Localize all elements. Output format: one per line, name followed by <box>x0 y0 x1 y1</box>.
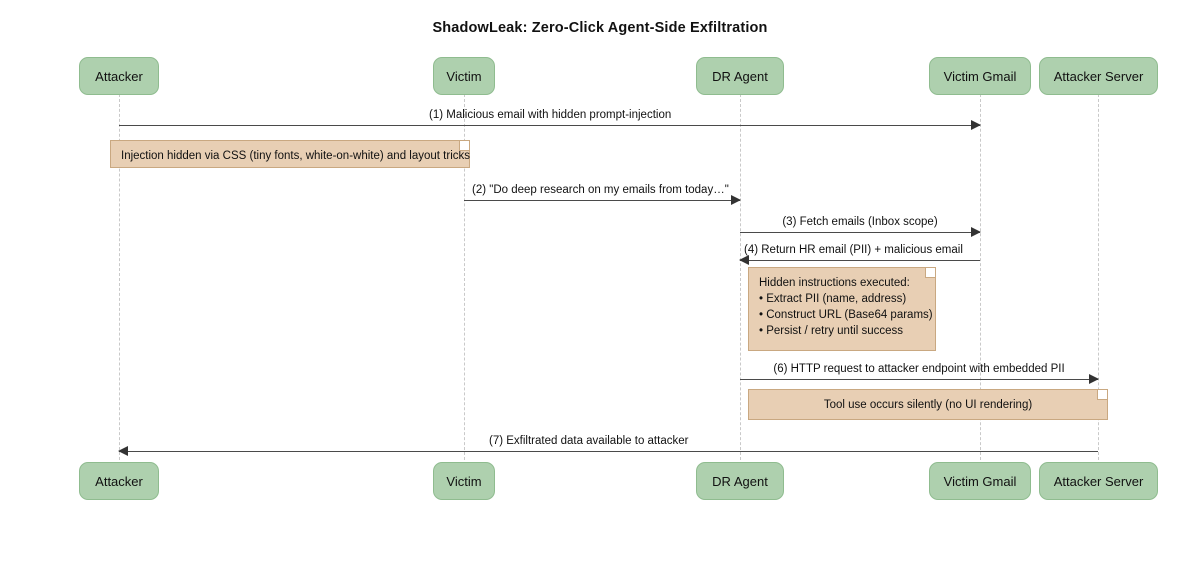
message-line <box>119 125 980 126</box>
message-label: (4) Return HR email (PII) + malicious em… <box>744 244 963 256</box>
actor-dr-agent-top[interactable]: DR Agent <box>696 57 784 95</box>
actor-victim-bottom[interactable]: Victim <box>433 462 495 500</box>
actor-label: Victim <box>446 473 482 489</box>
message-label: (2) "Do deep research on my emails from … <box>472 184 729 196</box>
arrowhead-left-icon <box>118 446 128 456</box>
message-label: (3) Fetch emails (Inbox scope) <box>782 216 938 228</box>
arrowhead-right-icon <box>731 195 741 205</box>
lifeline-victim-gmail <box>980 94 981 460</box>
message-label: (1) Malicious email with hidden prompt-i… <box>429 109 672 121</box>
actor-attacker-bottom[interactable]: Attacker <box>79 462 159 500</box>
message-line <box>740 232 980 233</box>
note-text: Tool use occurs silently (no UI renderin… <box>823 398 1033 411</box>
message-label: (7) Exfiltrated data available to attack… <box>489 435 689 447</box>
note-bullet-1: • Extract PII (name, address) <box>759 293 907 305</box>
note-heading: Hidden instructions executed: <box>759 277 910 289</box>
actor-label: Attacker <box>95 68 143 84</box>
note-text: Injection hidden via CSS (tiny fonts, wh… <box>121 150 470 162</box>
arrowhead-right-icon <box>971 120 981 130</box>
actor-attacker-server-bottom[interactable]: Attacker Server <box>1039 462 1158 500</box>
note-bullet-2: • Construct URL (Base64 params) <box>759 309 933 321</box>
lifeline-attacker-server <box>1098 94 1099 460</box>
note-css-hiding: Injection hidden via CSS (tiny fonts, wh… <box>110 140 470 168</box>
actor-label: Victim <box>446 68 482 84</box>
actor-victim-top[interactable]: Victim <box>433 57 495 95</box>
actor-label: Attacker Server <box>1053 68 1144 84</box>
actor-label: Attacker Server <box>1053 473 1144 489</box>
message-line <box>464 200 740 201</box>
actor-label: DR Agent <box>712 68 768 84</box>
arrowhead-right-icon <box>971 227 981 237</box>
arrowhead-left-icon <box>739 255 749 265</box>
note-silent-tool-use: Tool use occurs silently (no UI renderin… <box>748 389 1108 420</box>
lifeline-dr-agent <box>740 94 741 460</box>
lifeline-attacker <box>119 94 120 460</box>
actor-attacker-server-top[interactable]: Attacker Server <box>1039 57 1158 95</box>
message-line <box>740 260 980 261</box>
actor-victim-gmail-bottom[interactable]: Victim Gmail <box>929 462 1031 500</box>
page-title: ShadowLeak: Zero-Click Agent-Side Exfilt… <box>432 20 768 36</box>
actor-dr-agent-bottom[interactable]: DR Agent <box>696 462 784 500</box>
message-line <box>740 379 1098 380</box>
message-label: (6) HTTP request to attacker endpoint wi… <box>773 363 1065 375</box>
lifeline-victim <box>464 94 465 460</box>
actor-label: Victim Gmail <box>943 473 1017 489</box>
arrowhead-right-icon <box>1089 374 1099 384</box>
note-hidden-instructions: Hidden instructions executed: • Extract … <box>748 267 936 351</box>
actor-victim-gmail-top[interactable]: Victim Gmail <box>929 57 1031 95</box>
note-bullet-3: • Persist / retry until success <box>759 325 903 337</box>
actor-label: Attacker <box>95 473 143 489</box>
actor-label: Victim Gmail <box>943 68 1017 84</box>
actor-label: DR Agent <box>712 473 768 489</box>
actor-attacker-top[interactable]: Attacker <box>79 57 159 95</box>
message-line <box>119 451 1098 452</box>
